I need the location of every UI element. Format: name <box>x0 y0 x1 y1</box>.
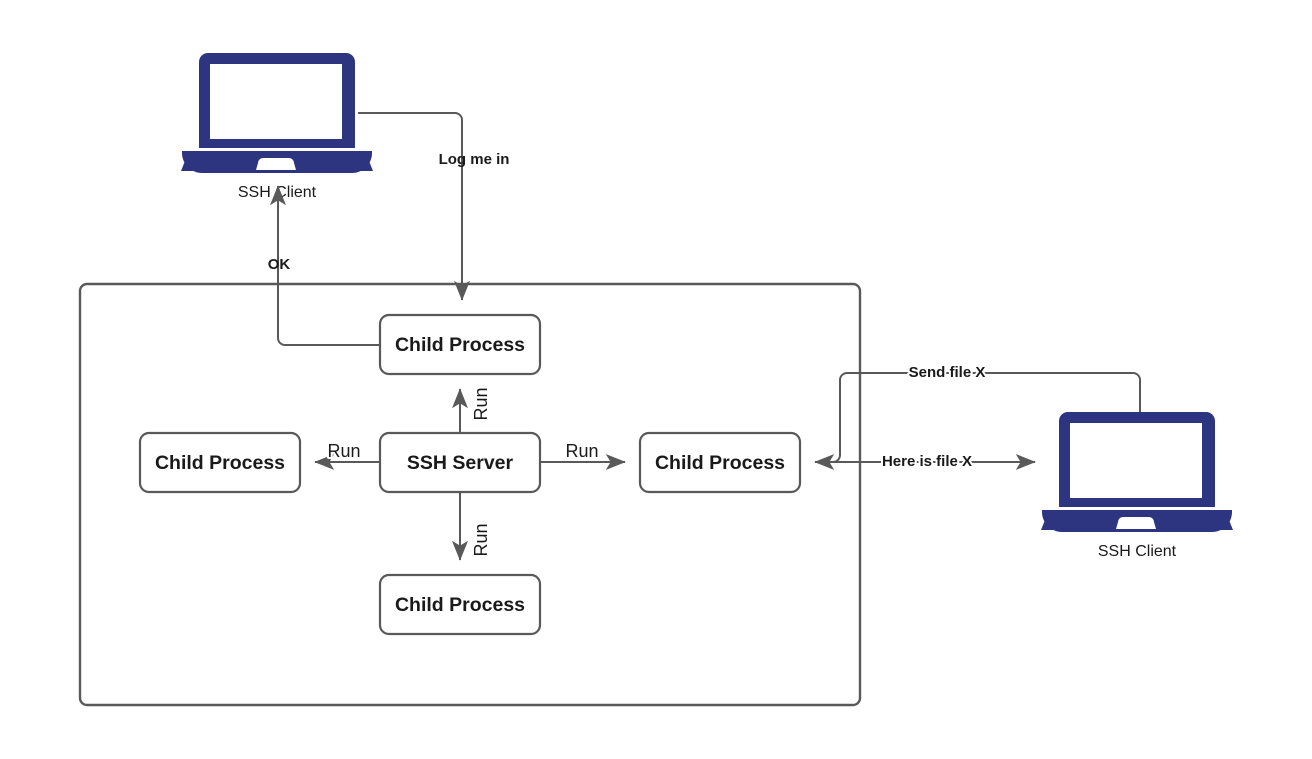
edge-send-file-x <box>815 372 1141 463</box>
node-label-child-process-left: Child Process <box>155 452 285 474</box>
node-ssh-server[interactable]: SSH Server <box>378 431 542 494</box>
edge-label-here-is-file-x: Here is file X <box>882 453 972 470</box>
laptop-icon-client-top <box>181 53 373 173</box>
node-label-child-process-bottom: Child Process <box>395 594 525 616</box>
edge-label-ok: OK <box>268 256 291 273</box>
edge-label-send-file-x: Send file X <box>909 364 986 381</box>
node-box[interactable] <box>638 431 802 494</box>
node-label-ssh-server: SSH Server <box>407 452 514 474</box>
edge-label-run-down: Run <box>471 523 491 556</box>
node-child-process-left[interactable]: Child Process <box>138 431 302 494</box>
edge-label-log-me-in: Log me in <box>439 151 510 168</box>
edge-label-run-right: Run <box>565 441 598 461</box>
node-box[interactable] <box>378 431 542 494</box>
node-label-child-process-right: Child Process <box>655 452 785 474</box>
node-box[interactable] <box>138 431 302 494</box>
node-box[interactable] <box>378 313 542 376</box>
node-label-child-process-top: Child Process <box>395 334 525 356</box>
node-child-process-top[interactable]: Child Process <box>378 313 542 376</box>
edge-label-run-up: Run <box>471 387 491 420</box>
node-box[interactable] <box>378 573 542 636</box>
ssh-server-host-boundary <box>78 282 862 707</box>
device-label-client-right: SSH Client <box>1098 543 1177 560</box>
node-child-process-bottom[interactable]: Child Process <box>378 573 542 636</box>
laptop-icon-client-right <box>1041 412 1233 532</box>
node-child-process-right[interactable]: Child Process <box>638 431 802 494</box>
edge-log-me-in <box>358 112 470 301</box>
edge-ok <box>270 185 380 346</box>
edge-label-run-left: Run <box>327 441 360 461</box>
